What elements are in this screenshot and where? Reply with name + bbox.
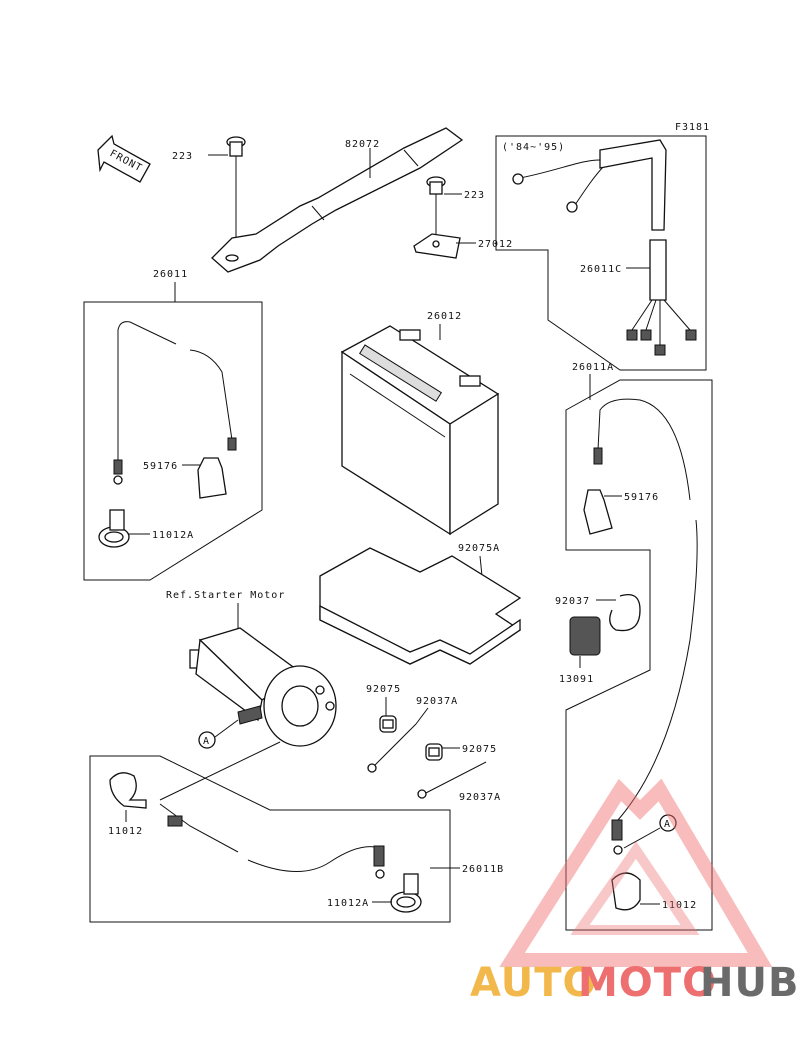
part-label-223-right: 223 [464,190,485,201]
starter-ref: Ref.Starter Motor [166,590,285,601]
part-label-59176-right: 59176 [624,492,659,503]
part-label-26011c: 26011C [580,264,622,275]
part-label-11012-left: 11012 [108,826,143,837]
part-label-92075a: 92075A [458,543,500,554]
battery-strap [211,127,464,273]
bolt-223-right [426,176,446,238]
watermark-logo [499,778,773,967]
harness-26011c [512,139,697,356]
box-26011c [495,135,707,371]
part-label-11012a-bottom: 11012A [327,898,369,909]
figure-code: F3181 [675,122,710,133]
callout-a-left [198,731,216,749]
part-label-223: 223 [172,151,193,162]
pad-92075a [319,547,522,665]
callout-a-right [659,814,677,832]
part-label-13091: 13091 [559,674,594,685]
part-label-26012: 26012 [427,311,462,322]
watermark-auto: AUTO [470,960,598,1006]
callout-a-right-text: A [664,819,671,830]
part-label-92037: 92037 [555,596,590,607]
callout-a-left-text: A [203,736,210,747]
part-label-59176-left: 59176 [143,461,178,472]
part-label-26011: 26011 [153,269,188,280]
part-label-27012: 27012 [478,239,513,250]
cable-26011b [159,803,385,879]
terminal-11012a-left [98,509,130,548]
part-label-26011a: 26011A [572,362,614,373]
terminal-11012a-bottom [390,873,422,913]
boot-59176-right [583,489,613,535]
box-26011a [565,379,713,931]
part-label-26011b: 26011B [462,864,504,875]
cap-13091 [569,616,601,656]
part-label-11012-right: 11012 [662,900,697,911]
boot-59176-left [197,457,227,499]
year-note: ('84~'95) [502,142,565,153]
part-label-82072: 82072 [345,139,380,150]
clamp-92037 [609,593,641,632]
tie-92037a-top [367,723,417,773]
part-label-11012a-left: 11012A [152,530,194,541]
part-label-92075-top: 92075 [366,684,401,695]
clip-27012 [413,233,461,259]
box-26011b [89,755,451,923]
cable-26011 [113,321,237,485]
front-arrow-icon: FRONT [97,134,151,183]
box-26011 [83,301,263,581]
starter-motor [189,627,337,747]
bolt-223-left [226,136,246,250]
part-label-92037a-top: 92037A [416,696,458,707]
terminal-11012-left [109,772,147,809]
part-label-92075-mid: 92075 [462,744,497,755]
grommet-92075-top [379,715,397,733]
grommet-92075-mid [425,743,443,761]
terminal-11012-right [611,872,641,911]
tie-92037a-bot [417,761,487,799]
part-label-92037a-bot: 92037A [459,792,501,803]
battery-26012 [340,325,500,536]
cable-26011a [593,398,698,855]
watermark-hub: HUB [700,960,799,1006]
watermark-moto: MOTO [578,960,717,1006]
